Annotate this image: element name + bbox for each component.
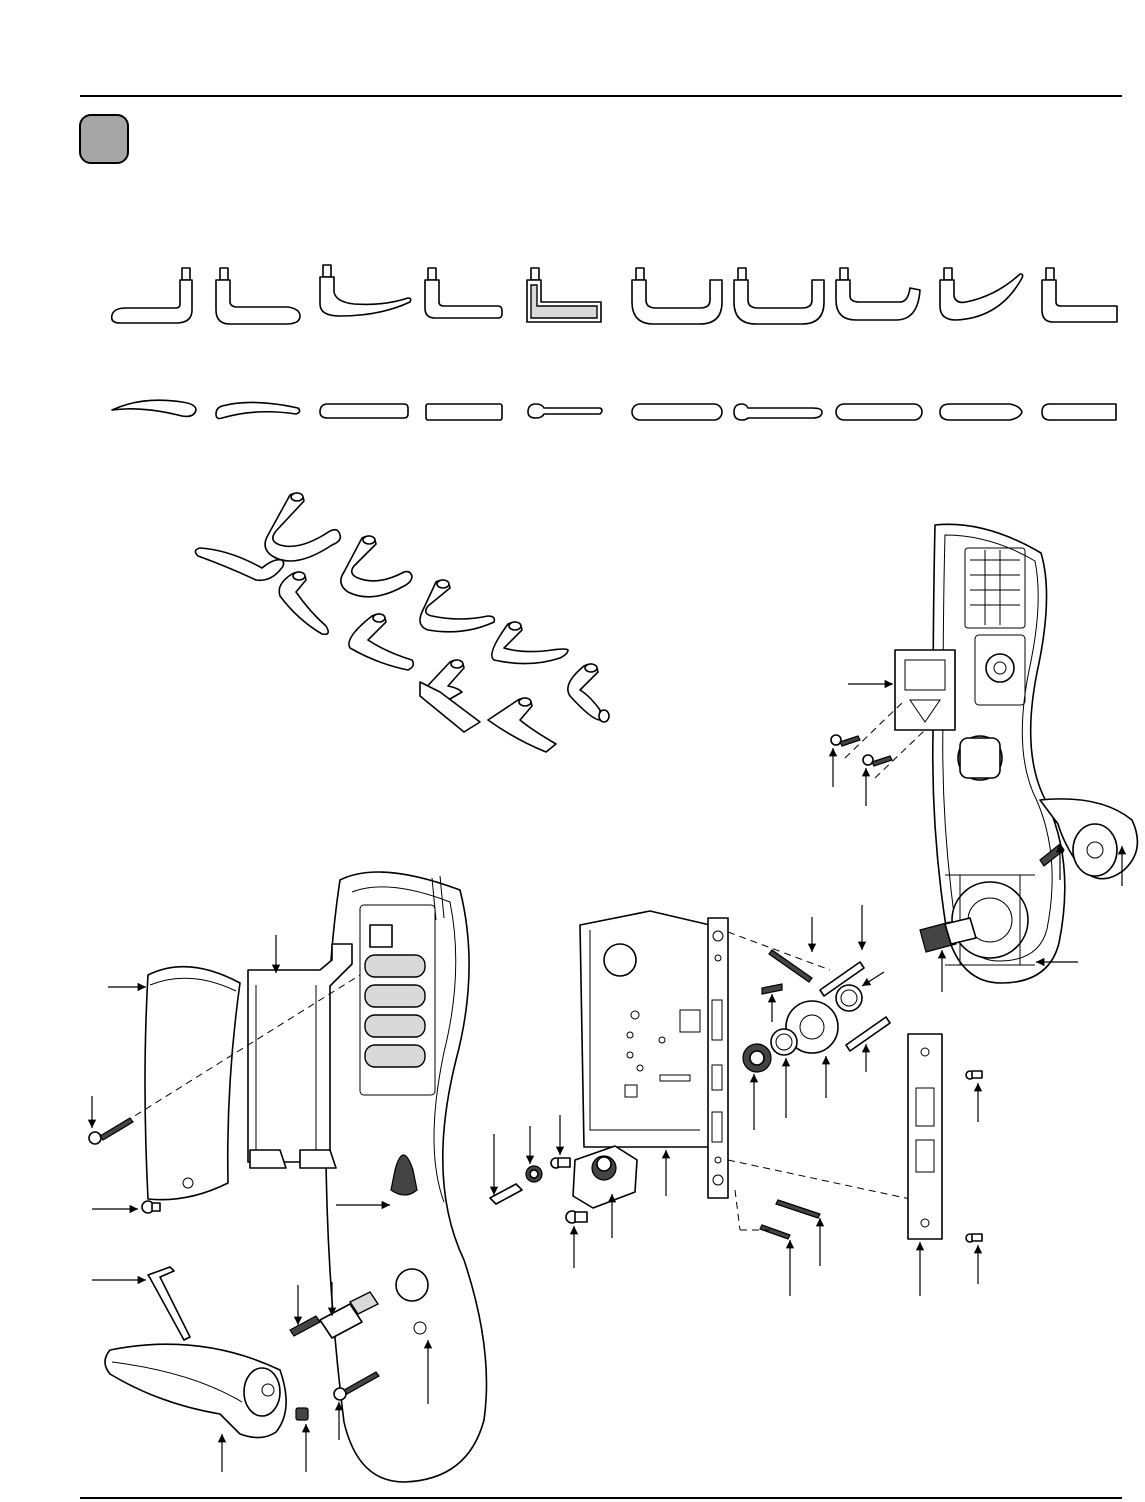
inside-lever-handle bbox=[105, 1344, 286, 1437]
lever-profile-top-6 bbox=[632, 404, 722, 420]
lever-iso-3 bbox=[341, 536, 412, 597]
cap-screw-2 bbox=[566, 1211, 587, 1223]
lever-profile-top-5 bbox=[528, 404, 602, 418]
battery-slot-2 bbox=[365, 985, 425, 1007]
lever-profile-top-2 bbox=[216, 402, 300, 418]
lever-profile-side-2 bbox=[216, 268, 300, 324]
lever-profile-side-7 bbox=[734, 268, 824, 324]
footer-rule bbox=[80, 1497, 1122, 1499]
tailpiece bbox=[490, 1184, 522, 1204]
strike-plate bbox=[908, 1034, 942, 1239]
ring-spacer-2 bbox=[771, 1029, 797, 1055]
lever-iso-1 bbox=[265, 493, 340, 561]
spindle-screw bbox=[290, 1316, 320, 1336]
lever-profile-side-8 bbox=[836, 268, 920, 320]
lever-iso-5 bbox=[420, 580, 494, 632]
lever-iso-10 bbox=[488, 698, 556, 752]
lever-profile-side-4 bbox=[425, 268, 502, 318]
cylinder-rose bbox=[573, 1146, 637, 1208]
lever-profile-side-row bbox=[112, 265, 1117, 324]
strike-plate-screw-1 bbox=[966, 1071, 982, 1079]
lever-profile-top-7 bbox=[734, 404, 822, 420]
set-screw-small bbox=[296, 1408, 308, 1420]
lever-profile-top-3 bbox=[320, 404, 408, 418]
lever-iso-7 bbox=[492, 622, 568, 664]
lever-profile-side-5 bbox=[527, 268, 601, 322]
lever-profile-top-8 bbox=[836, 404, 922, 420]
lever-iso-4 bbox=[279, 572, 328, 634]
lever-profile-top-1 bbox=[112, 400, 196, 416]
lever-hub-hole bbox=[396, 1269, 428, 1301]
lever-profile-top-9 bbox=[940, 404, 1022, 420]
cap-screw-1 bbox=[551, 1158, 570, 1168]
strike-plate-screw-2 bbox=[966, 1234, 982, 1242]
lever-iso-group bbox=[195, 493, 609, 752]
small-screw bbox=[142, 1201, 160, 1213]
lever-profile-side-10 bbox=[1042, 268, 1117, 322]
lever-iso-8 bbox=[420, 660, 480, 732]
ring-spacer-1 bbox=[836, 985, 862, 1011]
washer bbox=[526, 1166, 542, 1182]
mounting-screw-pair bbox=[831, 735, 892, 766]
battery-slot-1 bbox=[365, 955, 425, 977]
battery-slot-4 bbox=[365, 1045, 425, 1067]
outside-escutcheon-assembly bbox=[831, 524, 1137, 983]
lever-profile-side-9 bbox=[940, 268, 1023, 320]
lever-iso-9 bbox=[568, 664, 609, 722]
lever-profile-top-10 bbox=[1042, 404, 1116, 420]
lever-profile-top-4 bbox=[426, 404, 502, 420]
cover-screw bbox=[89, 1118, 133, 1144]
lever-iso-6 bbox=[349, 614, 413, 670]
lever-profile-side-6 bbox=[632, 268, 722, 324]
lever-profile-side-1 bbox=[112, 268, 192, 323]
hex-wrench bbox=[148, 1267, 190, 1340]
armor-front bbox=[708, 918, 728, 1198]
strike-screw-2 bbox=[760, 1225, 790, 1239]
lever-profile-side-3 bbox=[320, 265, 411, 316]
short-screw-1 bbox=[762, 984, 782, 994]
lever-profile-top-row bbox=[112, 400, 1116, 420]
strike-screw-1 bbox=[776, 1200, 820, 1218]
machine-screw-2 bbox=[846, 1017, 890, 1051]
cam-ring bbox=[743, 1044, 771, 1072]
battery-slot-3 bbox=[365, 1015, 425, 1037]
